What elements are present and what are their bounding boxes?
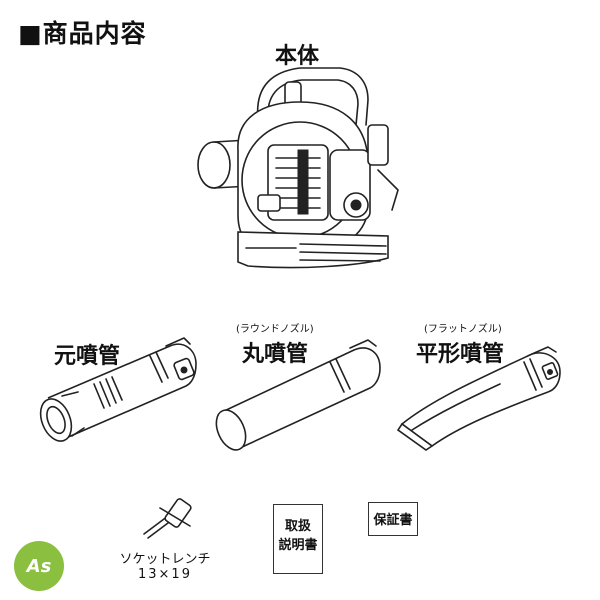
flat-nozzle-sublabel: (フラットノズル) <box>424 324 502 335</box>
socket-wrench-label: ソケットレンチ <box>119 552 211 567</box>
flat-nozzle-label: 平形噴管 <box>416 342 505 367</box>
round-nozzle-label: 丸噴管 <box>242 342 309 367</box>
brand-badge-text: As <box>26 555 52 577</box>
round-nozzle-sublabel: (ラウンドノズル) <box>236 324 314 335</box>
base-pipe-label: 元噴管 <box>54 344 121 369</box>
warranty-card: 保証書 <box>368 502 418 536</box>
socket-wrench-size: 13×19 <box>138 567 192 582</box>
warranty-label: 保証書 <box>373 513 413 528</box>
section-heading: ■商品内容 <box>18 19 147 48</box>
main-unit-label: 本体 <box>275 44 320 69</box>
manual-line2: 説明書 <box>278 538 318 553</box>
instruction-manual: 取扱 説明書 <box>273 504 323 574</box>
manual-line1: 取扱 <box>284 519 311 534</box>
brand-badge: As <box>14 541 64 591</box>
